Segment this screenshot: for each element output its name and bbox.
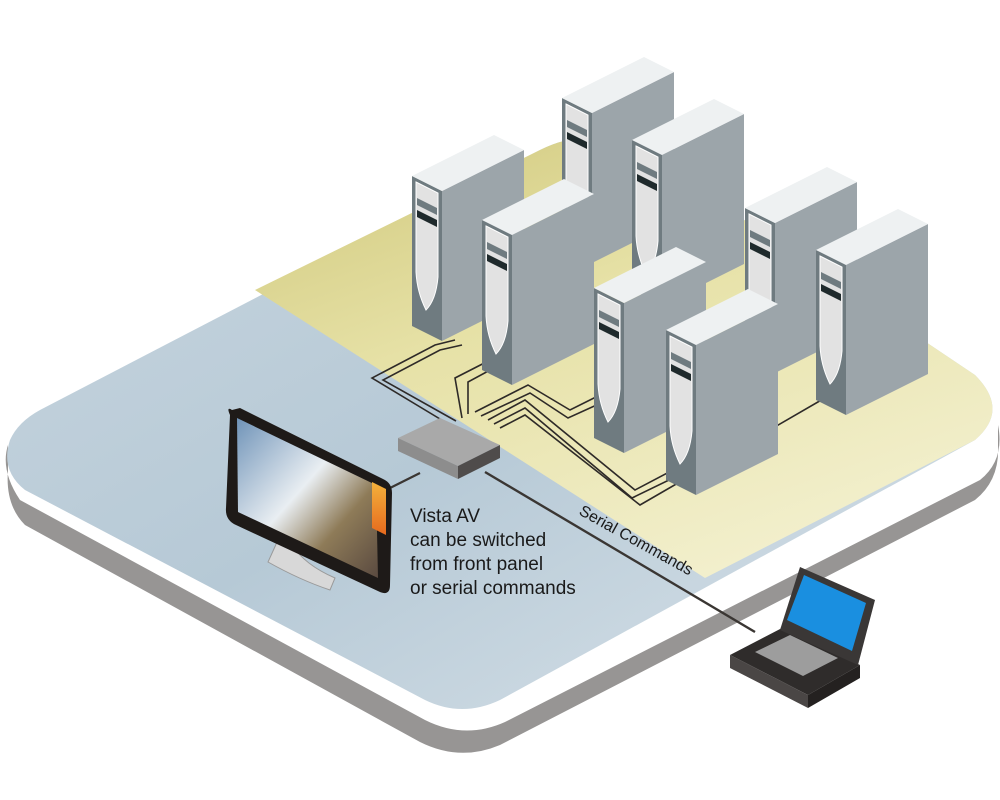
server-side-face	[512, 194, 594, 385]
drive-bay-icon	[750, 242, 770, 259]
drive-bay-icon	[567, 132, 587, 149]
drive-bay-icon	[487, 242, 507, 259]
description-label: Vista AV can be switched from front pane…	[410, 506, 576, 599]
laptop-base-side	[808, 665, 860, 708]
monitor-cable	[385, 472, 421, 491]
drive-bay-icon	[821, 284, 841, 301]
server-group	[412, 57, 928, 495]
switch-top	[398, 418, 500, 466]
server-top-face	[594, 247, 706, 303]
server-top-face	[816, 209, 928, 265]
server-tower	[816, 209, 928, 415]
server-tower	[482, 179, 594, 385]
drive-bay-icon	[821, 272, 841, 289]
server-tower	[666, 289, 778, 495]
drive-bay-icon	[750, 230, 770, 247]
switch-front-left	[398, 438, 458, 479]
server-top-face	[562, 57, 674, 113]
description-line-2: can be switched	[410, 530, 546, 551]
laptop[interactable]	[730, 567, 875, 708]
server-top-face	[745, 167, 857, 223]
server-side-face	[846, 224, 928, 415]
serial-cable	[484, 470, 756, 634]
drive-bay-icon	[637, 174, 657, 191]
drive-bay-icon	[637, 162, 657, 179]
monitor-screen-orange	[372, 482, 386, 535]
server-top-face	[482, 179, 594, 235]
drive-bay-icon	[671, 352, 691, 369]
laptop-base-front	[730, 655, 808, 708]
vista-av-switch[interactable]	[398, 418, 500, 479]
drive-bay-icon	[417, 198, 437, 215]
server-top-face	[632, 99, 744, 155]
laptop-screen[interactable]	[787, 575, 866, 651]
drive-bay-icon	[567, 120, 587, 137]
description-line-3: from front panel	[410, 554, 543, 575]
monitor-screen	[237, 418, 378, 578]
description-line-4: or serial commands	[410, 578, 576, 599]
server-top-face	[666, 289, 778, 345]
drive-bay-icon	[487, 254, 507, 271]
laptop-keyboard	[755, 635, 838, 676]
switch-front-right	[458, 445, 500, 479]
description-line-1: Vista AV	[410, 506, 480, 527]
drive-bay-icon	[417, 210, 437, 227]
server-side-face	[696, 304, 778, 495]
drive-bay-icon	[599, 322, 619, 339]
drive-bay-icon	[599, 310, 619, 327]
drive-bay-icon	[671, 364, 691, 381]
server-top-face	[412, 135, 524, 191]
monitor	[225, 408, 392, 594]
